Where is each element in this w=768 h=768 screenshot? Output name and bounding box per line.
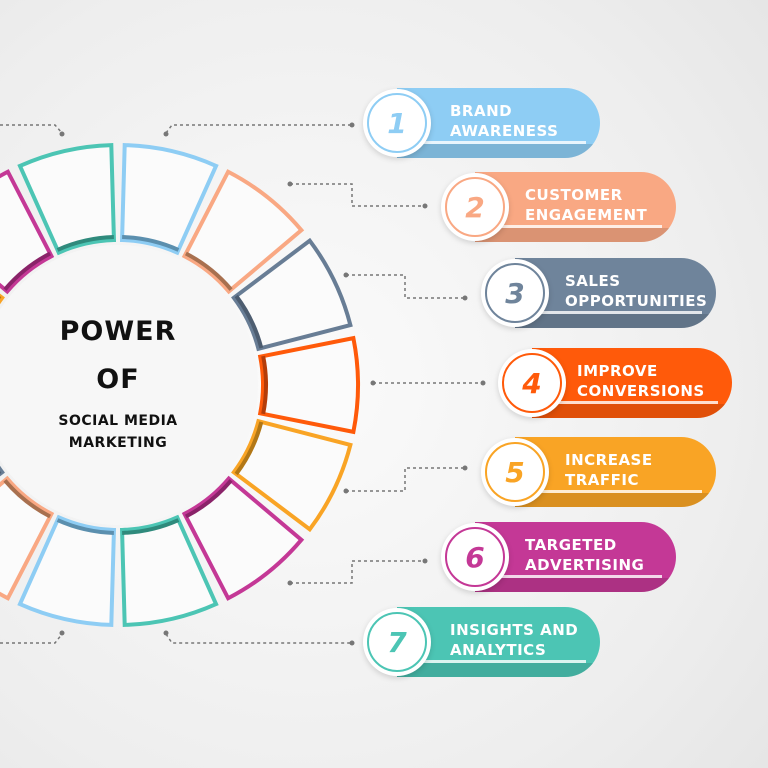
number-badge: 2 [441, 173, 509, 241]
connector-dots [59, 122, 486, 646]
wheel-segment-inner-edge [184, 251, 233, 291]
item-label-line1: BRAND [450, 102, 513, 120]
wheel-segment-inner-edge [3, 251, 52, 291]
number-text: 6 [445, 527, 505, 587]
wheel-center [0, 245, 258, 525]
wheel-segment [17, 143, 117, 256]
pill-stripe [475, 225, 662, 228]
pill-stripe [532, 401, 718, 404]
pill-stripe [397, 141, 586, 144]
item-label: CUSTOMER ENGAGEMENT [525, 185, 647, 225]
item-label-line2: ENGAGEMENT [525, 206, 648, 224]
item-label: IMPROVE CONVERSIONS [577, 361, 705, 401]
wheel-segment [231, 237, 353, 352]
pill-stripe [515, 311, 702, 314]
number-text: 7 [367, 612, 427, 672]
item-label-line1: INCREASE [565, 451, 653, 469]
number-text: 5 [485, 442, 545, 502]
wheel-segment [257, 335, 360, 435]
number-badge: 4 [498, 349, 566, 417]
pill-stripe [515, 490, 702, 493]
item-label-line2: ANALYTICS [450, 641, 547, 659]
item-label: BRAND AWARENESS [450, 101, 558, 141]
item-label-line2: CONVERSIONS [577, 382, 705, 400]
item-pill: INSIGHTS AND ANALYTICS [397, 607, 600, 677]
item-label-line2: AWARENESS [450, 122, 559, 140]
wheel-segment-inner-edge [184, 479, 233, 519]
item-label-line1: INSIGHTS AND [450, 621, 579, 639]
item-label: TARGETED ADVERTISING [525, 535, 644, 575]
number-badge: 7 [363, 608, 431, 676]
pill-shade [475, 228, 676, 242]
wheel-segment-inner-edge [56, 235, 114, 252]
pill-shade [397, 663, 600, 677]
number-badge: 1 [363, 89, 431, 157]
wheel-segments [0, 143, 360, 627]
wheel-segment-inner-edge [56, 518, 114, 535]
item-label-line1: TARGETED [525, 536, 617, 554]
pill-shade [397, 144, 600, 158]
pill-stripe [475, 575, 662, 578]
wheel-segment [181, 169, 305, 295]
wheel-segment-inner-edge [234, 421, 264, 476]
item-label-line1: IMPROVE [577, 362, 658, 380]
item-label-line1: SALES [565, 272, 621, 290]
title-power: POWER [59, 316, 177, 347]
wheel-segment [119, 143, 219, 256]
wheel-segment-inner-edge [261, 355, 268, 415]
item-label: INSIGHTS AND ANALYTICS [450, 620, 578, 660]
wheel-segment-inner-edge [3, 479, 52, 519]
pill-shade [532, 404, 732, 418]
wheel-segment-inner-edge [234, 294, 264, 349]
number-text: 2 [445, 177, 505, 237]
item-label-line2: OPPORTUNITIES [565, 292, 708, 310]
subtitle-social-media: SOCIAL MEDIA [58, 413, 178, 429]
wheel-segment [181, 475, 305, 601]
wheel-segment [17, 514, 117, 627]
pill-shade [515, 493, 716, 507]
title-of: OF [96, 364, 140, 395]
pill-shade [475, 578, 676, 592]
item-label: SALES OPPORTUNITIES [565, 271, 707, 311]
number-badge: 6 [441, 523, 509, 591]
wheel-segment [231, 418, 353, 533]
number-badge: 5 [481, 438, 549, 506]
number-text: 4 [502, 353, 562, 413]
dotted-connectors [0, 124, 483, 644]
item-label-line2: TRAFFIC [565, 471, 639, 489]
pill-stripe [397, 660, 586, 663]
item-label-line1: CUSTOMER [525, 186, 623, 204]
number-text: 3 [485, 263, 545, 323]
item-label: INCREASE TRAFFIC [565, 450, 653, 490]
wheel-segment [119, 514, 219, 627]
number-text: 1 [367, 93, 427, 153]
item-pill: IMPROVE CONVERSIONS [532, 348, 732, 418]
item-label-line2: ADVERTISING [525, 556, 645, 574]
wheel-segment-inner-edge [122, 518, 180, 535]
number-badge: 3 [481, 259, 549, 327]
pill-shade [515, 314, 716, 328]
subtitle-marketing: MARKETING [68, 435, 168, 451]
wheel-segment-inner-edge [122, 235, 180, 252]
item-pill: CUSTOMER ENGAGEMENT [475, 172, 676, 242]
